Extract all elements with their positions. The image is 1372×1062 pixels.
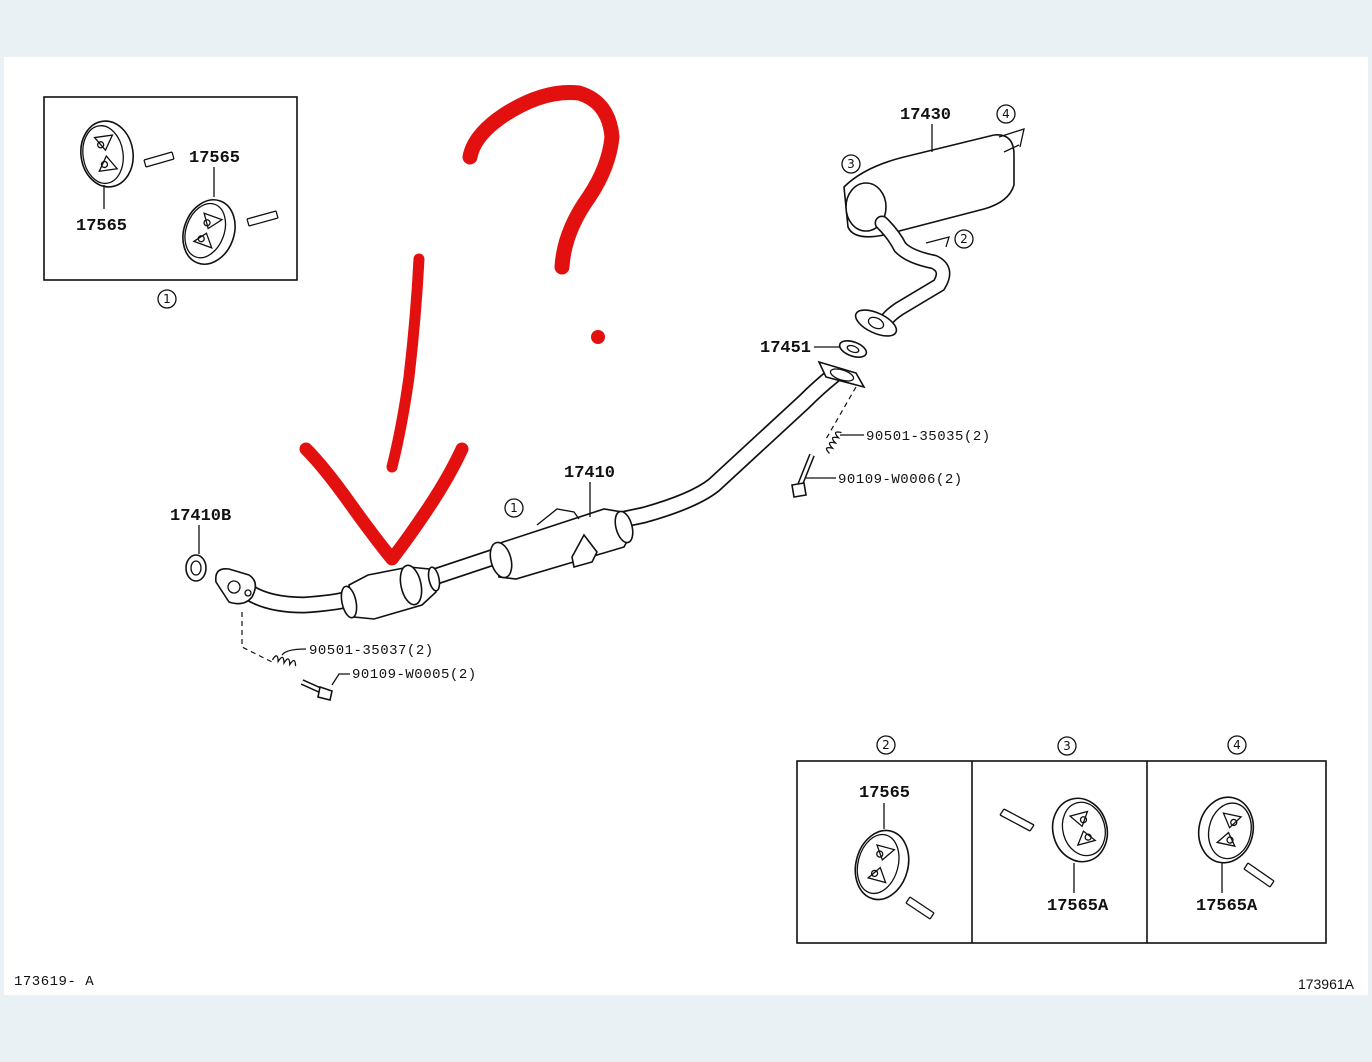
inset-cell-2-ref: 3 [1063,739,1071,753]
inset-top-left: 17565 17565 1 [43,96,298,309]
rubber-hanger-icon [1197,796,1255,864]
inset-top-ref: 1 [163,292,171,306]
resonator [489,508,634,580]
rear-spring-icon [825,431,842,454]
parts-diagram-sheet: 17565 17565 1 17430 4 3 2 174 [4,57,1368,995]
muffler-ref-4: 4 [1002,107,1010,121]
front-spring-part-number: 90501-35037(2) [309,643,434,659]
rubber-hanger-icon [182,199,236,265]
footer-right-code: 173961A [1298,976,1355,992]
red-question-mark [462,85,620,344]
inset-cell-1-ref: 2 [882,738,890,752]
rubber-hanger-icon [1051,797,1109,863]
rear-bolt-icon [791,453,815,498]
inset-cell-1-part: 17565 [859,784,910,803]
inset-cell-3-part: 17565A [1196,897,1258,916]
muffler-assembly [843,128,1025,337]
front-bolt-part-number: 90109-W0005(2) [352,667,477,683]
red-arrow-annotation [299,253,469,566]
inset-top-part-upper: 17565 [189,149,240,168]
rear-gasket-part-number: 17451 [760,339,811,358]
inset-top-part-lower: 17565 [76,217,127,236]
gasket-front [185,554,207,582]
muffler-ref-3: 3 [847,157,855,171]
rubber-hanger-icon [80,120,134,188]
rear-bolt-part-number: 90109-W0006(2) [838,472,963,488]
front-gasket-part-number: 17410B [170,507,231,526]
rear-spring-part-number: 90501-35035(2) [866,429,991,445]
front-spring-icon [271,655,297,667]
front-bolt-icon [300,679,333,701]
gasket-rear [838,340,868,358]
front-pipe-part-number: 17410 [564,464,615,483]
front-flange [214,567,257,605]
inset-cell-2-part: 17565A [1047,897,1109,916]
muffler-part-number: 17430 [900,106,951,125]
footer-left-code: 173619- A [14,974,94,990]
muffler-ref-2: 2 [960,232,968,246]
inset-bottom-right: 2 17565 3 17565A 4 [796,735,1327,944]
front-pipe-ref: 1 [510,501,518,515]
inset-cell-3-ref: 4 [1233,738,1241,752]
rubber-hanger-icon [854,829,910,901]
catalytic-converter [340,564,441,620]
exhaust-diagram: 17565 17565 1 17430 4 3 2 174 [14,85,1355,992]
